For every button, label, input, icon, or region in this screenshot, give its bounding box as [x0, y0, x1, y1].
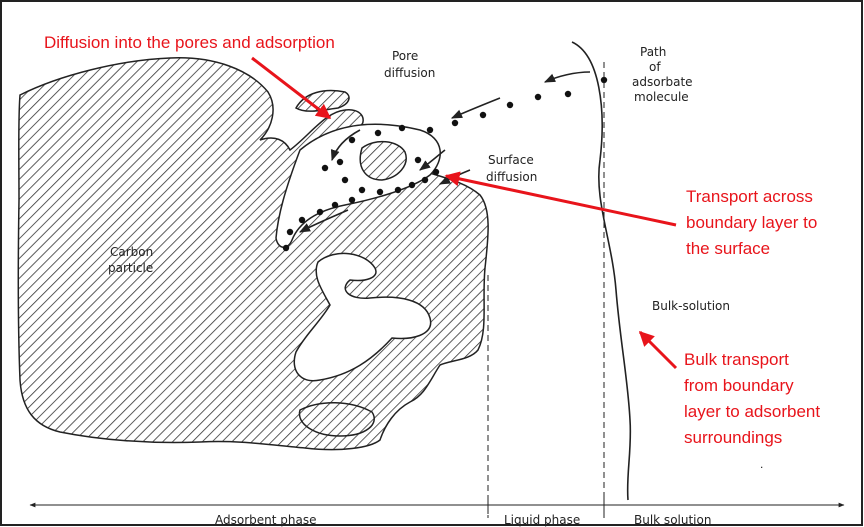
annotation-diffusion: Diffusion into the pores and adsorption [44, 33, 335, 52]
annotation-transport-1: Transport across [686, 187, 813, 206]
label-pore-diffusion-2: diffusion [384, 66, 435, 80]
carbon-particle [18, 58, 488, 450]
phase-label-liquid: Liquid phase [504, 513, 580, 527]
annotation-bulk-2: from boundary [684, 376, 794, 395]
label-surface-diffusion-2: diffusion [486, 170, 537, 184]
label-carbon-2: particle [108, 261, 153, 275]
label-path-2: of [649, 60, 661, 74]
annotation-transport-3: the surface [686, 239, 770, 258]
label-surface-diffusion-1: Surface [488, 153, 534, 167]
label-path-1: Path [640, 45, 666, 59]
phase-label-adsorbent: Adsorbent phase [215, 513, 316, 527]
label-pore-diffusion-1: Pore [392, 49, 418, 63]
annotation-bulk-4: surroundings [684, 428, 782, 447]
label-path-4: molecule [634, 90, 689, 104]
stray-dot: . [760, 457, 763, 471]
phase-label-bulk: Bulk solution [634, 513, 711, 527]
label-bulk-solution: Bulk-solution [652, 299, 730, 313]
label-carbon-1: Carbon [110, 245, 153, 259]
annotation-transport-2: boundary layer to [686, 213, 817, 232]
annotation-bulk-arrow [640, 332, 676, 368]
annotation-bulk-3: layer to adsorbent [684, 402, 820, 421]
label-path-3: adsorbate [632, 75, 693, 89]
annotation-bulk-1: Bulk transport [684, 350, 789, 369]
bulk-boundary-curve [572, 42, 630, 500]
